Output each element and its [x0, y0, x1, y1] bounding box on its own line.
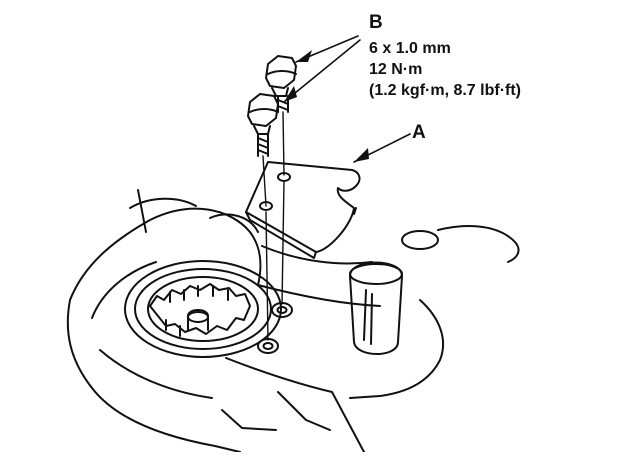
- guide-line-front: [262, 155, 269, 341]
- arrow-head-b-rear: [296, 50, 312, 62]
- bracket-plate: [245, 161, 361, 253]
- bolt-hole-upper-inner: [276, 306, 288, 314]
- housing-lower-edge: [225, 357, 365, 453]
- housing-top-edge: [261, 245, 373, 265]
- callout-b: B: [369, 12, 383, 33]
- housing-right-edge: [257, 284, 445, 399]
- torque-spec: 12 N·m: [369, 61, 423, 78]
- housing-flange: [129, 189, 259, 233]
- seal-ring-mid: [134, 268, 272, 350]
- seal-ring-inner: [147, 276, 259, 342]
- shaft-post-top: [187, 311, 209, 323]
- right-recess: [401, 230, 439, 250]
- hub-spline-detail: [165, 285, 229, 337]
- torque-alt-spec: (1.2 kgf·m, 8.7 lbf·ft): [369, 82, 522, 99]
- cylinder-boss: [349, 261, 403, 355]
- guide-line-rear: [281, 111, 285, 305]
- housing-inner-contour: [91, 261, 157, 319]
- bolt-rear: [265, 55, 297, 113]
- bolt-hole-upper: [271, 302, 293, 318]
- bolt-front: [247, 93, 279, 157]
- arrow-head-a: [354, 148, 369, 162]
- bolt-size-spec: 6 x 1.0 mm: [369, 40, 451, 57]
- seal-ring-outer: [124, 260, 282, 358]
- housing-outline: [66, 207, 262, 453]
- housing-rib: [99, 349, 277, 431]
- housing-right-bulge: [437, 225, 520, 263]
- arrow-head-b-front: [284, 86, 297, 102]
- bolt-hole-lower-inner: [262, 342, 274, 350]
- cylinder-boss-highlight: [363, 289, 373, 345]
- splined-hub: [149, 283, 251, 335]
- leader-line-b-front: [283, 39, 361, 103]
- bolt-hole-lower: [257, 338, 279, 354]
- bracket-thickness: [245, 207, 357, 259]
- cylinder-boss-top: [349, 263, 403, 285]
- callout-a: A: [412, 122, 426, 143]
